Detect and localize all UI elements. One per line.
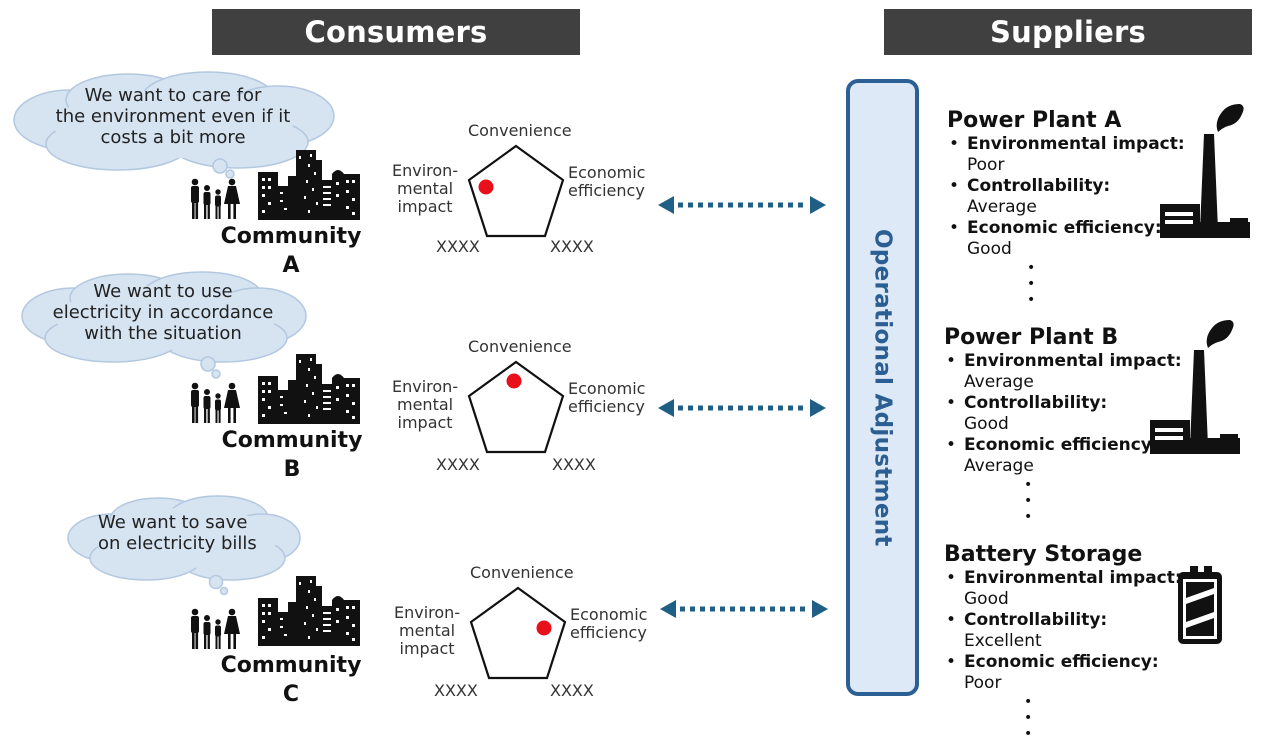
attribute-item: Environmental impact:Poor (947, 134, 1267, 176)
city-icon (258, 150, 360, 220)
community-label: Community (220, 224, 362, 249)
supplier-title: Power Plant A (947, 108, 1122, 133)
ellipsis-dots: ••• (1024, 477, 1033, 525)
community-label: Community (220, 653, 362, 678)
thought-cloud: We want to care for the environment even… (8, 71, 335, 179)
community-name: Community A (211, 222, 371, 280)
attribute-item: Economic efficiency:Good (947, 218, 1267, 260)
axis-label-convenience: Convenience (470, 563, 574, 582)
supplier-title: Battery Storage (944, 542, 1143, 567)
battery-icon (1178, 566, 1222, 644)
family-icon (191, 382, 240, 423)
priority-marker (536, 620, 552, 636)
bidirectional-arrow-icon (658, 196, 826, 214)
thought-line: We want to use (93, 280, 233, 302)
ellipsis-dots: ••• (1027, 260, 1036, 308)
factory-icon (1150, 320, 1240, 454)
community-letter: C (282, 682, 300, 707)
community-label: Community (221, 428, 363, 453)
thought-line: the environment even if it (55, 105, 291, 127)
cloud-shape-icon (67, 495, 301, 596)
bidirectional-arrow-icon (658, 399, 826, 417)
thought-line: electricity in accordance (52, 301, 274, 323)
thought-text: We want to use electricity in accordance… (28, 276, 298, 348)
supplier-battery-storage: Battery Storage Environmental impact:Goo… (944, 542, 1264, 742)
attribute-item: Economic efficiency:Average (944, 435, 1264, 477)
consumers-header-label: Consumers (304, 15, 488, 49)
cloud-shape-icon (21, 271, 307, 379)
supplier-power-plant-b: Power Plant B Environmental impact:Avera… (944, 325, 1264, 525)
priority-marker (478, 179, 494, 195)
thought-cloud: We want to use electricity in accordance… (18, 271, 308, 379)
operational-adjustment-label: Operational Adjustment (869, 228, 896, 547)
thought-line: costs a bit more (100, 126, 246, 148)
city-icon (258, 354, 360, 424)
attribute-item: Controllability:Good (944, 393, 1264, 435)
thought-line: We want to care for (84, 84, 262, 106)
radar-pentagon (467, 144, 565, 238)
supplier-title: Power Plant B (944, 325, 1119, 350)
axis-label-convenience: Convenience (468, 337, 572, 356)
family-icon (191, 178, 240, 219)
community-row-c: We want to save on electricity bills Com… (0, 494, 840, 714)
thought-cloud: We want to save on electricity bills (66, 495, 301, 596)
supplier-attributes: Environmental impact:Average Controllabi… (944, 351, 1264, 477)
supplier-power-plant-a: Power Plant A Environmental impact:Poor … (947, 108, 1267, 308)
suppliers-header-label: Suppliers (990, 15, 1146, 49)
community-name: Community B (212, 426, 372, 484)
radar-pentagon (467, 360, 565, 454)
community-letter: B (283, 457, 301, 482)
community-letter: A (282, 253, 300, 278)
bidirectional-arrow-icon (660, 600, 828, 618)
community-row-b: We want to use electricity in accordance… (0, 268, 840, 488)
axis-label-xxxx-right: XXXX (552, 455, 596, 474)
attribute-item: Controllability:Excellent (944, 610, 1264, 652)
suppliers-header: Suppliers (884, 9, 1252, 55)
thought-line: We want to save (98, 512, 248, 533)
cloud-shape-icon (13, 71, 335, 179)
family-icon (191, 608, 240, 649)
axis-label-convenience: Convenience (468, 121, 572, 140)
thought-text: We want to care for the environment even… (28, 80, 318, 152)
thought-line: with the situation (84, 322, 242, 344)
axis-label-xxxx-right: XXXX (550, 237, 594, 256)
attribute-item: Environmental impact:Good (944, 568, 1264, 610)
radar-pentagon (469, 586, 567, 680)
thought-line: on electricity bills (98, 533, 257, 554)
priority-marker (506, 373, 522, 389)
attribute-item: Economic efficiency:Poor (944, 652, 1264, 694)
supplier-attributes: Environmental impact:Poor Controllabilit… (947, 134, 1267, 260)
axis-label-xxxx-left: XXXX (436, 455, 480, 474)
attribute-item: Environmental impact:Average (944, 351, 1264, 393)
operational-adjustment-box: Operational Adjustment (846, 79, 919, 696)
axis-label-xxxx-right: XXXX (550, 681, 594, 700)
attribute-item: Controllability:Average (947, 176, 1267, 218)
community-name: Community C (211, 651, 371, 709)
axis-label-xxxx-left: XXXX (436, 237, 480, 256)
city-icon (258, 576, 360, 646)
community-row-a: We want to care for the environment even… (0, 66, 840, 286)
supplier-attributes: Environmental impact:Good Controllabilit… (944, 568, 1264, 694)
thought-text: We want to save on electricity bills (80, 510, 280, 556)
axis-label-xxxx-left: XXXX (434, 681, 478, 700)
consumers-header: Consumers (212, 9, 580, 55)
factory-icon (1160, 104, 1250, 238)
ellipsis-dots: ••• (1024, 694, 1033, 742)
